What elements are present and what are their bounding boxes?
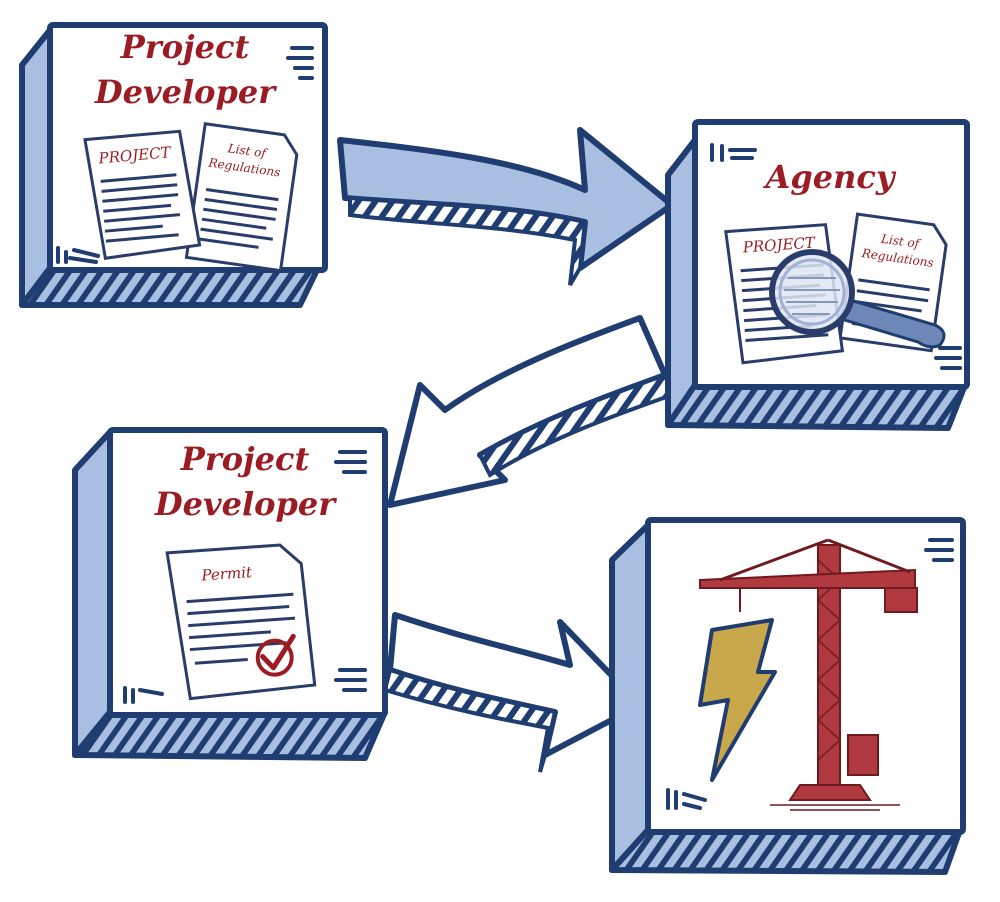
permit-label: Permit (200, 563, 254, 585)
box-title-line2: Developer (94, 73, 277, 111)
checkmark-stamp-icon (255, 633, 296, 677)
project-label: PROJECT (741, 233, 816, 256)
arrow-developer-to-construction (382, 612, 643, 773)
box-title-line1: Project (180, 440, 310, 478)
regulations-label-line1: List of (226, 141, 269, 161)
box-title-line2: Developer (154, 485, 337, 523)
permit-document-icon: Permit (165, 543, 317, 701)
crane-icon (699, 538, 918, 811)
box-agency: Agency List of Regulations PROJECT (665, 119, 970, 431)
magnifying-glass-icon (769, 249, 946, 349)
agency-title: Agency (763, 158, 897, 196)
project-document-icon: PROJECT (83, 129, 202, 260)
lightning-bolt-icon (698, 618, 777, 782)
arrow-developer-to-agency (337, 127, 675, 287)
box-project-developer-top: Project Developer List of Regulations PR… (19, 22, 328, 308)
box-title-line1: Project (120, 28, 250, 66)
regulations-document-icon: List of Regulations (184, 122, 299, 273)
arrow-agency-to-developer (387, 315, 675, 508)
box-construction (609, 517, 966, 875)
regulations-label-line1: List of (879, 232, 922, 252)
box-project-developer-permit: Project Developer Permit (72, 427, 388, 761)
